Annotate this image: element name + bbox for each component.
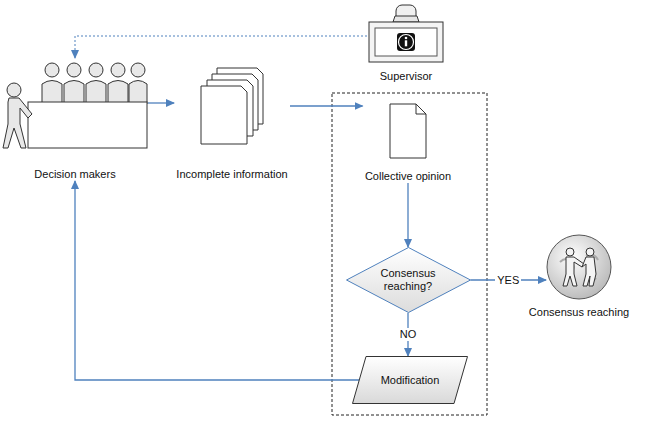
flow-arrow [148,102,174,103]
edge-label: YES [495,274,521,287]
edge-label: NO [398,328,419,341]
supervisor-icon: Supervisor [367,4,445,83]
flow-arrow [75,36,367,58]
flow-arrow [290,105,363,106]
node-label: Consensus reaching? [375,267,441,293]
supervisor-icon [367,4,445,64]
process-parallelogram: Modification [352,356,468,404]
node-label: Incomplete information [176,168,287,181]
node-label: Collective opinion [365,170,451,183]
dashed-region [332,93,487,415]
decision-diamond: Consensus reaching? [346,247,471,313]
documents-icon: Incomplete information [174,66,290,181]
consensus-globe: Consensus reaching [546,234,612,300]
document-icon: Collective opinion [363,102,454,183]
decision-makers-icon [2,58,148,150]
flow-arrow [75,181,359,380]
flow-arrow [407,183,408,247]
consensus-globe [546,234,612,300]
node-label: Decision makers [34,168,115,181]
node-label: Supervisor [380,70,433,83]
node-label: Consensus reaching [529,306,629,319]
documents-icon [199,66,265,146]
node-label: Modification [381,374,440,387]
document-icon [388,102,428,160]
decision-makers-icon: Decision makers [2,58,148,181]
